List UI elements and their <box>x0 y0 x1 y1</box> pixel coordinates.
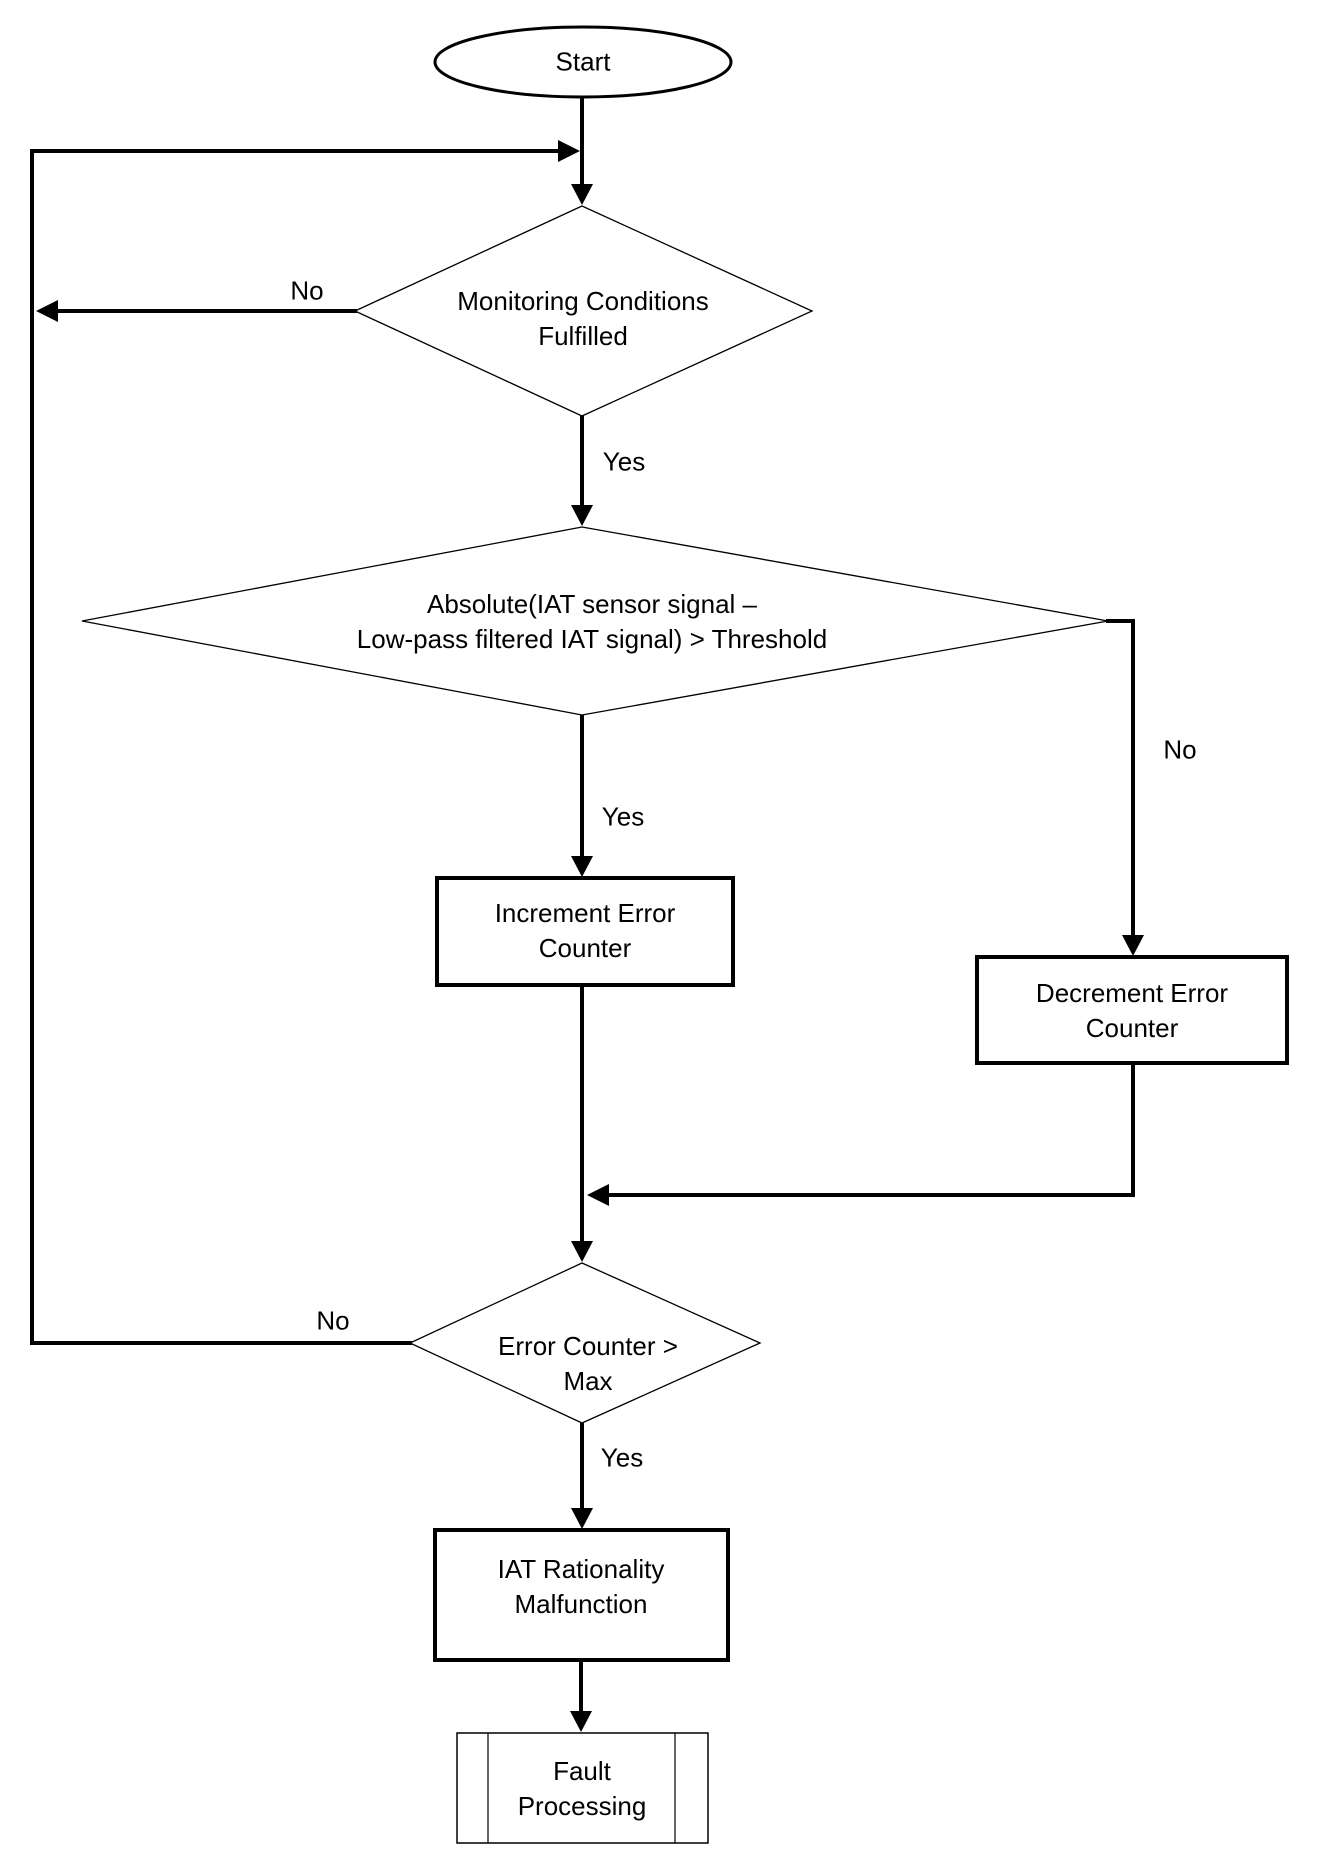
fault-node-label-line2: Processing <box>517 1791 647 1821</box>
increment-node-label-line1: Increment Error <box>494 898 676 928</box>
decrement-node-label-line2: Counter <box>1085 1013 1179 1043</box>
edge-label-absolute-yes: Yes <box>601 801 645 832</box>
absolute-decision-shape <box>81 526 1109 716</box>
malfunction-node-label: IAT Rationality Malfunction <box>498 1552 665 1622</box>
absolute-node-label-line2: Low-pass filtered IAT signal) > Threshol… <box>356 624 828 654</box>
start-terminator-shape <box>433 25 733 99</box>
arrowhead-merge-into-line <box>587 1184 609 1206</box>
connector-decrement-merge <box>607 1061 1135 1197</box>
fault-node-label: Fault Processing <box>518 1754 647 1824</box>
fault-predefined-process-shape <box>456 1732 709 1844</box>
absolute-node-label-line1: Absolute(IAT sensor signal – <box>427 589 757 619</box>
increment-process-shape <box>435 876 735 987</box>
edge-label-monitoring-no: No <box>290 275 324 306</box>
decrement-node-label: Decrement Error Counter <box>1036 976 1228 1046</box>
arrowhead-into-malfunction <box>571 1508 593 1529</box>
malfunction-node-label-line1: IAT Rationality <box>497 1554 665 1584</box>
malfunction-node-label-line2: Malfunction <box>514 1589 648 1619</box>
error-counter-node-label: Error Counter > Max <box>498 1329 678 1399</box>
arrowhead-into-decrement <box>1122 935 1144 956</box>
arrowhead-feedback-into-junction <box>558 140 580 162</box>
arrowhead-monitoring-no-into-rail <box>36 300 58 322</box>
error-counter-node-label-line1: Error Counter > <box>498 1331 678 1361</box>
absolute-node-label: Absolute(IAT sensor signal – Low-pass fi… <box>357 587 827 657</box>
monitoring-node-label-line2: Fulfilled <box>538 321 628 351</box>
fault-node-label-line1: Fault <box>553 1756 611 1786</box>
edge-label-monitoring-yes: Yes <box>602 446 646 477</box>
arrowhead-into-error-counter <box>571 1241 593 1262</box>
connector-absolute-no <box>1106 619 1135 937</box>
start-node-label: Start <box>555 46 611 77</box>
edge-label-error-counter-no: No <box>316 1305 350 1336</box>
edge-label-absolute-no: No <box>1163 734 1197 765</box>
arrowhead-into-fault <box>570 1711 592 1732</box>
error-counter-decision-shape <box>408 1262 762 1424</box>
error-counter-node-label-line2: Max <box>563 1366 613 1396</box>
decrement-node-label-line1: Decrement Error <box>1035 978 1229 1008</box>
malfunction-process-shape <box>433 1528 730 1662</box>
monitoring-decision-shape <box>353 205 814 417</box>
arrowhead-into-increment <box>571 856 593 877</box>
decrement-process-shape <box>975 955 1289 1065</box>
monitoring-node-label-line1: Monitoring Conditions <box>457 286 709 316</box>
arrowhead-into-absolute <box>571 505 593 526</box>
arrowhead-into-monitoring <box>571 184 593 205</box>
edge-label-error-counter-yes: Yes <box>600 1442 644 1473</box>
monitoring-node-label: Monitoring Conditions Fulfilled <box>457 284 708 354</box>
increment-node-label: Increment Error Counter <box>495 896 676 966</box>
increment-node-label-line2: Counter <box>538 933 632 963</box>
